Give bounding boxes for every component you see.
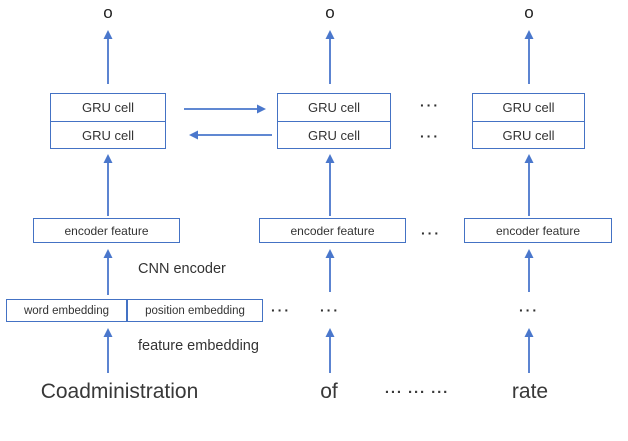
- ellipsis-embedding-row: ···: [271, 302, 291, 318]
- gru-cell-box-3-bottom: GRU cell: [472, 121, 585, 149]
- feature-embedding-label: feature embedding: [138, 338, 259, 354]
- output-label-1: o: [103, 3, 113, 22]
- ellipsis-encoder-row: ···: [421, 225, 441, 241]
- ellipsis-sentence: ··· ··· ···: [384, 384, 450, 401]
- input-word-2: of: [320, 380, 338, 403]
- gru-cell-box-2-top: GRU cell: [277, 93, 391, 122]
- output-label-2: o: [325, 3, 335, 22]
- word-embedding-box: word embedding: [6, 299, 127, 322]
- input-word-1: Coadministration: [40, 380, 199, 403]
- gru-cell-box-2-bottom: GRU cell: [277, 121, 391, 149]
- cnn-encoder-label: CNN encoder: [138, 261, 226, 277]
- position-embedding-box: position embedding: [127, 299, 263, 322]
- ellipsis-gru-top: ···: [420, 97, 440, 113]
- ellipsis-column-3: ···: [519, 302, 539, 318]
- gru-cell-box-1-bottom: GRU cell: [50, 121, 166, 149]
- gru-cell-box-3-top: GRU cell: [472, 93, 585, 122]
- encoder-feature-box-1: encoder feature: [33, 218, 180, 243]
- ellipsis-column-2: ···: [320, 302, 340, 318]
- encoder-feature-box-3: encoder feature: [464, 218, 612, 243]
- output-label-3: o: [524, 3, 534, 22]
- input-word-3: rate: [511, 380, 549, 403]
- encoder-feature-box-2: encoder feature: [259, 218, 406, 243]
- gru-cell-box-1-top: GRU cell: [50, 93, 166, 122]
- ellipsis-gru-bottom: ···: [420, 128, 440, 144]
